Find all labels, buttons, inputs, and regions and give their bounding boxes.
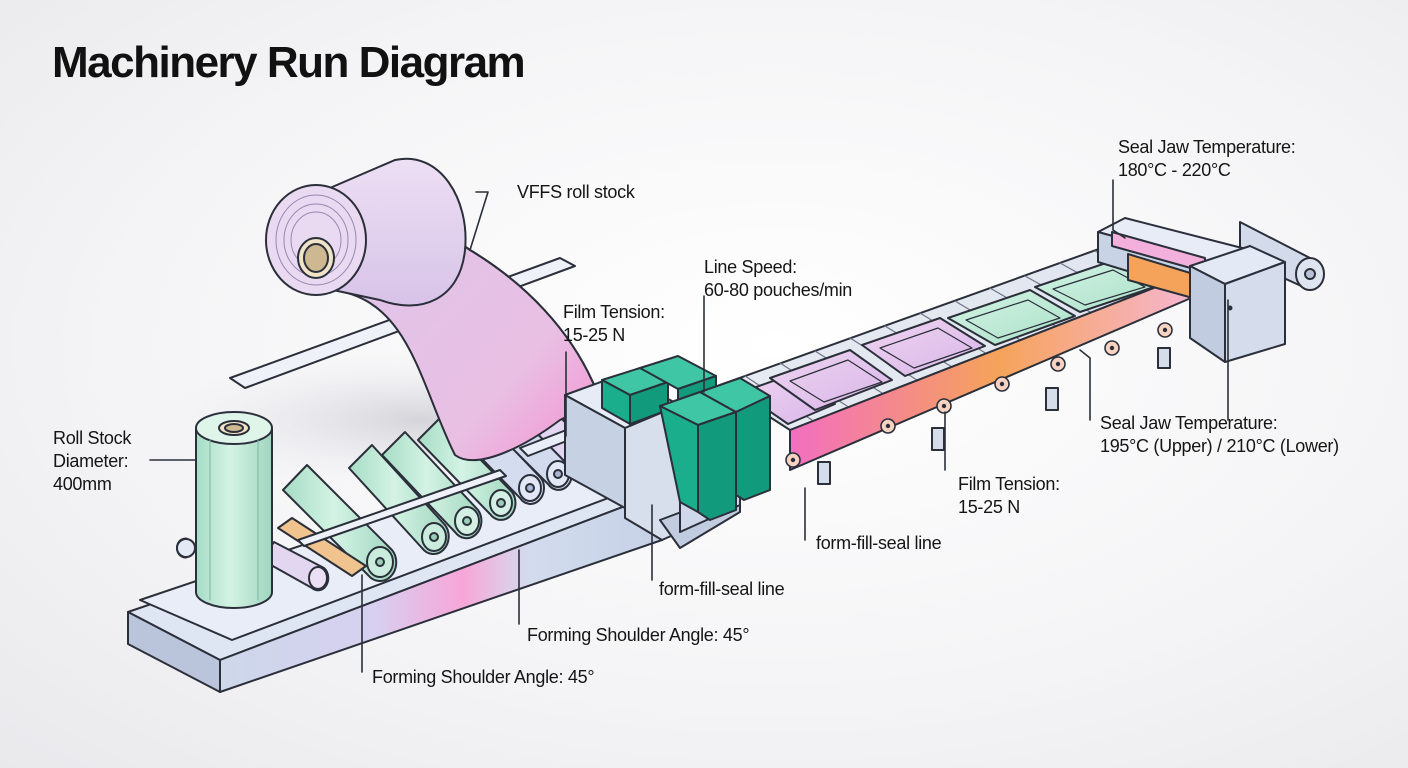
label-name: Roll Stock <box>53 428 132 448</box>
label-roll-stock-diameter: Roll Stock Diameter: 400mm <box>53 427 131 496</box>
label-value: 15-25 N <box>563 325 625 345</box>
seal-jaw-unit <box>1097 217 1325 363</box>
label-text: form-fill-seal line <box>659 579 785 599</box>
label-seal-jaw-top: Seal Jaw Temperature: 180°C - 220°C <box>1118 136 1296 182</box>
label-text: Forming Shoulder Angle: 45° <box>527 625 750 645</box>
label-value: 60-80 pouches/min <box>704 280 852 300</box>
label-value: 195°C (Upper) / 210°C (Lower) <box>1100 436 1339 456</box>
label-text: VFFS roll stock <box>517 182 635 202</box>
label-text: Forming Shoulder Angle: 45° <box>372 667 595 687</box>
label-value: 400mm <box>53 474 112 494</box>
label-forming-shoulder-upper: Forming Shoulder Angle: 45° <box>527 624 750 647</box>
label-value: 180°C - 220°C <box>1118 160 1231 180</box>
label-ffs-line-right: form-fill-seal line <box>816 532 942 555</box>
page-title: Machinery Run Diagram <box>52 38 526 87</box>
label-name: Seal Jaw Temperature: <box>1100 413 1278 433</box>
label-name: Film Tension: <box>958 474 1060 494</box>
label-name: Film Tension: <box>563 302 665 322</box>
label-forming-shoulder-lower: Forming Shoulder Angle: 45° <box>372 666 595 689</box>
standing-roll <box>176 411 273 609</box>
label-line-speed: Line Speed: 60-80 pouches/min <box>704 256 852 302</box>
label-film-tension-top: Film Tension: 15-25 N <box>563 301 665 347</box>
label-ffs-line-center: form-fill-seal line <box>659 578 785 601</box>
label-value: 15-25 N <box>958 497 1020 517</box>
pouches <box>741 259 1161 425</box>
leader-lines <box>149 179 1229 673</box>
label-vffs-roll-stock: VFFS roll stock <box>517 181 635 204</box>
label-film-tension-bottom: Film Tension: 15-25 N <box>958 473 1060 519</box>
label-seal-jaw-right: Seal Jaw Temperature: 195°C (Upper) / 21… <box>1100 412 1339 458</box>
label-text: form-fill-seal line <box>816 533 942 553</box>
label-name: Line Speed: <box>704 257 797 277</box>
teal-seal-blocks <box>601 355 771 521</box>
label-name: Seal Jaw Temperature: <box>1118 137 1296 157</box>
vffs-roll-stock <box>265 157 467 307</box>
label-name: Diameter: <box>53 451 129 471</box>
